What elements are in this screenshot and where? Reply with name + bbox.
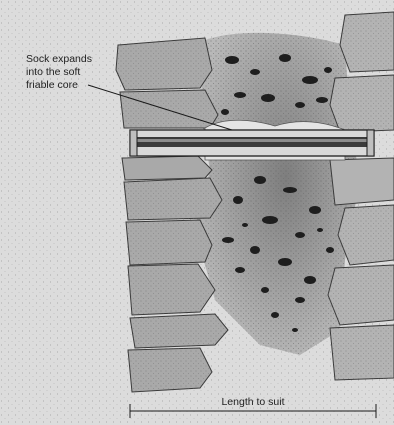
annotation-line-3: friable core [26,79,78,91]
anchor-rod [130,130,374,156]
annotation-line-1: Sock expands [26,53,92,65]
annotation-line-2: into the soft [26,66,80,78]
dimension-label: Length to suit [221,396,284,408]
